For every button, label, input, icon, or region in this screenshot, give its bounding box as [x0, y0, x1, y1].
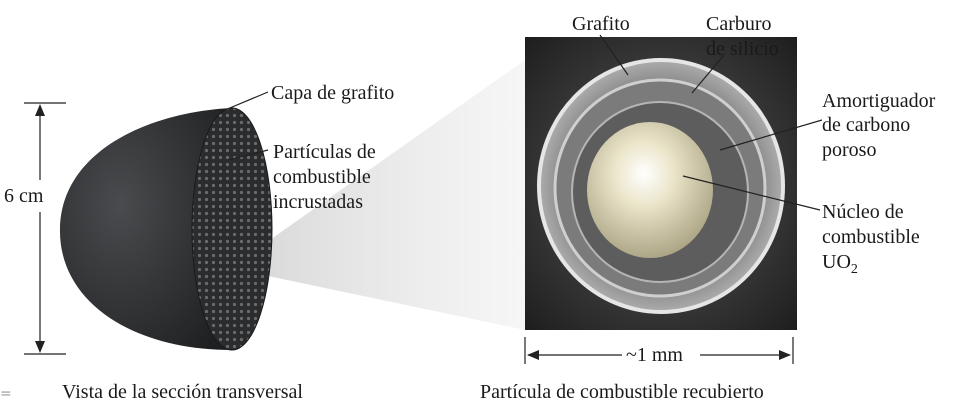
label-core: Núcleo de combustible — [822, 201, 920, 248]
leader-graphite — [599, 34, 629, 76]
pebble-cross-section — [59, 107, 273, 351]
leader-particles — [227, 149, 269, 161]
zoom-funnel — [230, 60, 525, 330]
height-dimension — [24, 102, 66, 355]
scale-label: ~1 mm — [626, 344, 683, 366]
leader-buffer — [719, 119, 823, 151]
caption-right: Partícula de combustible recubierto — [480, 381, 764, 403]
height-label: 6 cm — [4, 185, 44, 207]
label-core-formula: UO2 — [822, 251, 858, 277]
pebble-cut-face — [191, 107, 273, 351]
leader-silicon-carbide — [691, 54, 725, 94]
coated-particle-photo — [525, 37, 797, 330]
label-buffer: Amortiguador de carbono poroso — [822, 90, 940, 161]
label-silicon-carbide: Carburo de silicio — [706, 13, 779, 60]
pebble-shell — [59, 108, 232, 350]
leader-core — [682, 175, 821, 211]
graphite-rim — [537, 58, 785, 314]
label-graphite: Grafito — [572, 13, 630, 35]
leader-graphite-layer — [224, 91, 269, 111]
fuel-kernel — [587, 122, 713, 258]
caption-left: Vista de la sección transversal — [62, 381, 303, 403]
label-particles: Partículas de combustible incrustadas — [273, 141, 381, 213]
label-graphite-layer: Capa de grafito — [271, 82, 394, 104]
scale-bar — [524, 337, 794, 364]
margin-mark: = — [0, 386, 12, 402]
